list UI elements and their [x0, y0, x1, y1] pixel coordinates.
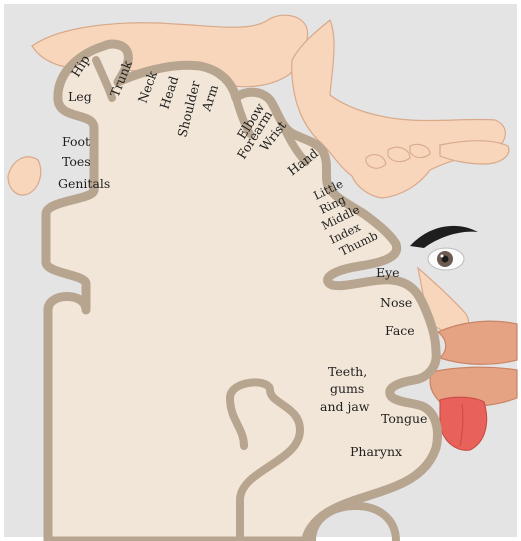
label-nose: Nose — [380, 295, 412, 310]
label-eye: Eye — [376, 265, 400, 280]
label-leg: Leg — [68, 89, 92, 104]
label-toes: Toes — [62, 154, 91, 169]
label-teeth-line2: gums — [330, 381, 364, 396]
label-foot: Foot — [62, 134, 90, 149]
label-teeth-line3: and jaw — [320, 399, 370, 414]
eye-glint — [441, 255, 444, 258]
label-face: Face — [385, 323, 415, 338]
label-genitals: Genitals — [58, 176, 110, 191]
upper-lip-drawing — [438, 321, 517, 364]
label-teeth-line1: Teeth, — [328, 364, 367, 379]
label-pharynx: Pharynx — [350, 444, 402, 459]
label-tongue: Tongue — [381, 411, 427, 426]
